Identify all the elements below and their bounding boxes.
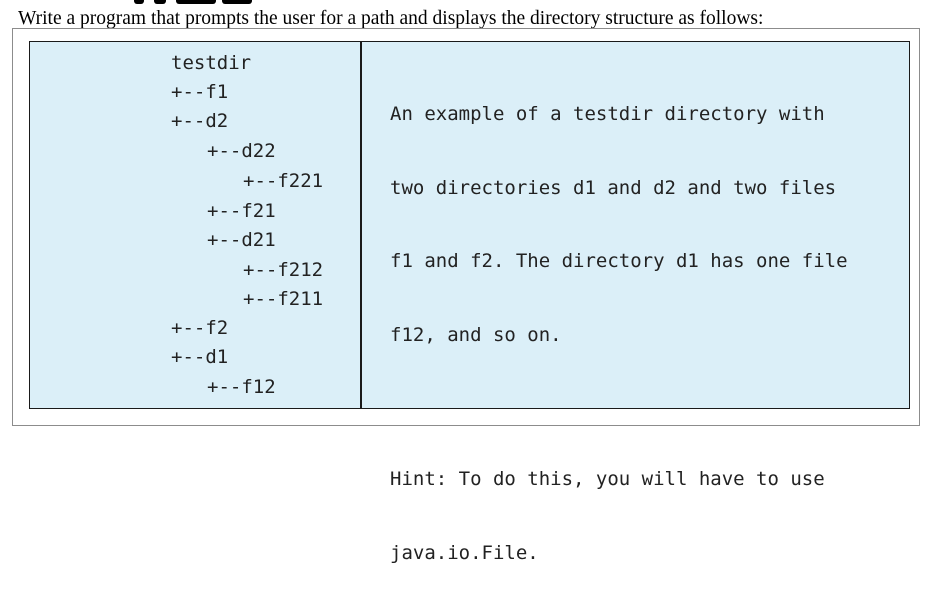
description-line: two directories d1 and d2 and two files — [390, 176, 837, 199]
tree-entry: +--f21 — [207, 200, 276, 222]
description-line: f12, and so on. — [390, 323, 562, 346]
tree-entry: +--f2 — [171, 317, 229, 339]
description-line: f1 and f2. The directory d1 has one file — [390, 250, 848, 272]
tree-entry: +--f12 — [207, 376, 276, 398]
tree-entry: +--d2 — [171, 110, 229, 132]
cut-off-heading — [0, 0, 937, 4]
exercise-prompt: Write a program that prompts the user fo… — [18, 8, 764, 29]
tree-entry: +--d21 — [207, 229, 276, 251]
tree-entry: +--d1 — [171, 346, 229, 368]
description-line: An example of a testdir directory with — [390, 103, 825, 125]
paragraph-gap — [390, 396, 890, 418]
hint-line: Hint: To do this, you will have to use — [390, 468, 825, 490]
example-description: An example of a testdir directory with t… — [390, 53, 890, 590]
tree-root: testdir — [171, 52, 252, 74]
tree-entry: +--f1 — [171, 81, 229, 103]
tree-entry: +--d22 — [207, 140, 276, 162]
column-divider — [360, 41, 362, 409]
hint-line: java.io.File. — [390, 541, 539, 564]
example-box — [29, 41, 910, 409]
tree-entry: +--f212 — [243, 259, 324, 281]
tree-entry: +--f211 — [243, 288, 324, 310]
tree-entry: +--f221 — [243, 170, 324, 192]
